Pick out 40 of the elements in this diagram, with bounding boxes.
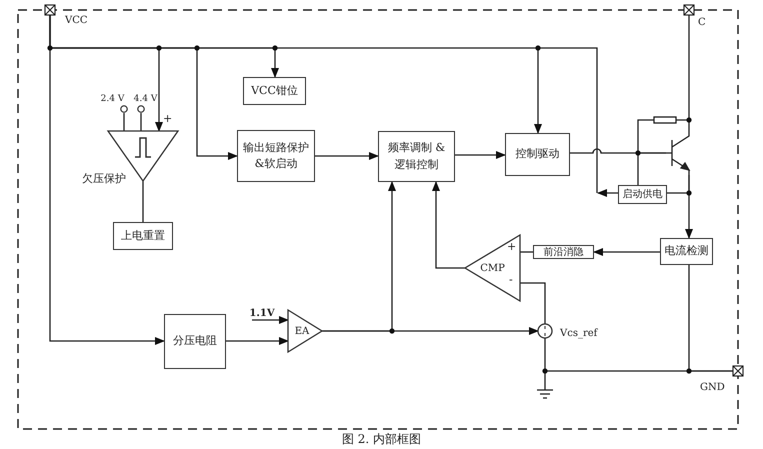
arrow xyxy=(455,151,506,159)
connector xyxy=(688,265,733,372)
block-box: 输出短路保护 &软启动 xyxy=(237,130,315,182)
block-box: 上电重置 xyxy=(113,222,173,250)
block-box: VCC钳位 xyxy=(243,77,306,105)
voltage-terminal: 4.4 V xyxy=(132,94,159,113)
block-box: 电流检测 xyxy=(660,238,713,265)
block-box: 启动供电 xyxy=(618,185,667,204)
pin-label: GND xyxy=(700,381,725,395)
block-box: 前沿消隐 xyxy=(533,245,594,259)
block-label: 欠压保护 xyxy=(82,171,126,187)
connector xyxy=(140,113,142,131)
polarity-sign: - xyxy=(509,273,513,286)
connector xyxy=(123,113,125,131)
signal-label: Vcs_ref xyxy=(560,327,598,341)
connector xyxy=(688,15,690,130)
arrow xyxy=(315,152,379,160)
arrow xyxy=(322,327,539,335)
polarity-sign: + xyxy=(507,240,516,253)
arrow xyxy=(49,15,165,345)
block-box: 频率调制 &逻辑控制 xyxy=(378,131,455,182)
connector xyxy=(142,181,144,222)
arrow xyxy=(593,248,660,256)
arrow xyxy=(226,337,289,345)
polarity-sign: + xyxy=(163,112,172,125)
voltage-label: 1.1V xyxy=(248,307,276,320)
figure-caption: 图 2. 内部框图 xyxy=(342,432,422,446)
connector xyxy=(520,251,533,253)
arrow xyxy=(597,189,618,197)
block-box: 控制驱动 xyxy=(505,133,570,176)
amplifier-triangle: EA xyxy=(288,310,322,352)
arrow xyxy=(432,181,465,269)
connector xyxy=(637,152,666,185)
block-box: 分压电阻 xyxy=(164,314,226,369)
voltage-terminal: 2.4 V xyxy=(99,94,126,113)
arrow xyxy=(252,316,289,324)
arrow xyxy=(685,175,693,239)
connector xyxy=(520,282,546,324)
pin-label: VCC xyxy=(65,14,88,28)
pin-label: C xyxy=(698,16,706,30)
